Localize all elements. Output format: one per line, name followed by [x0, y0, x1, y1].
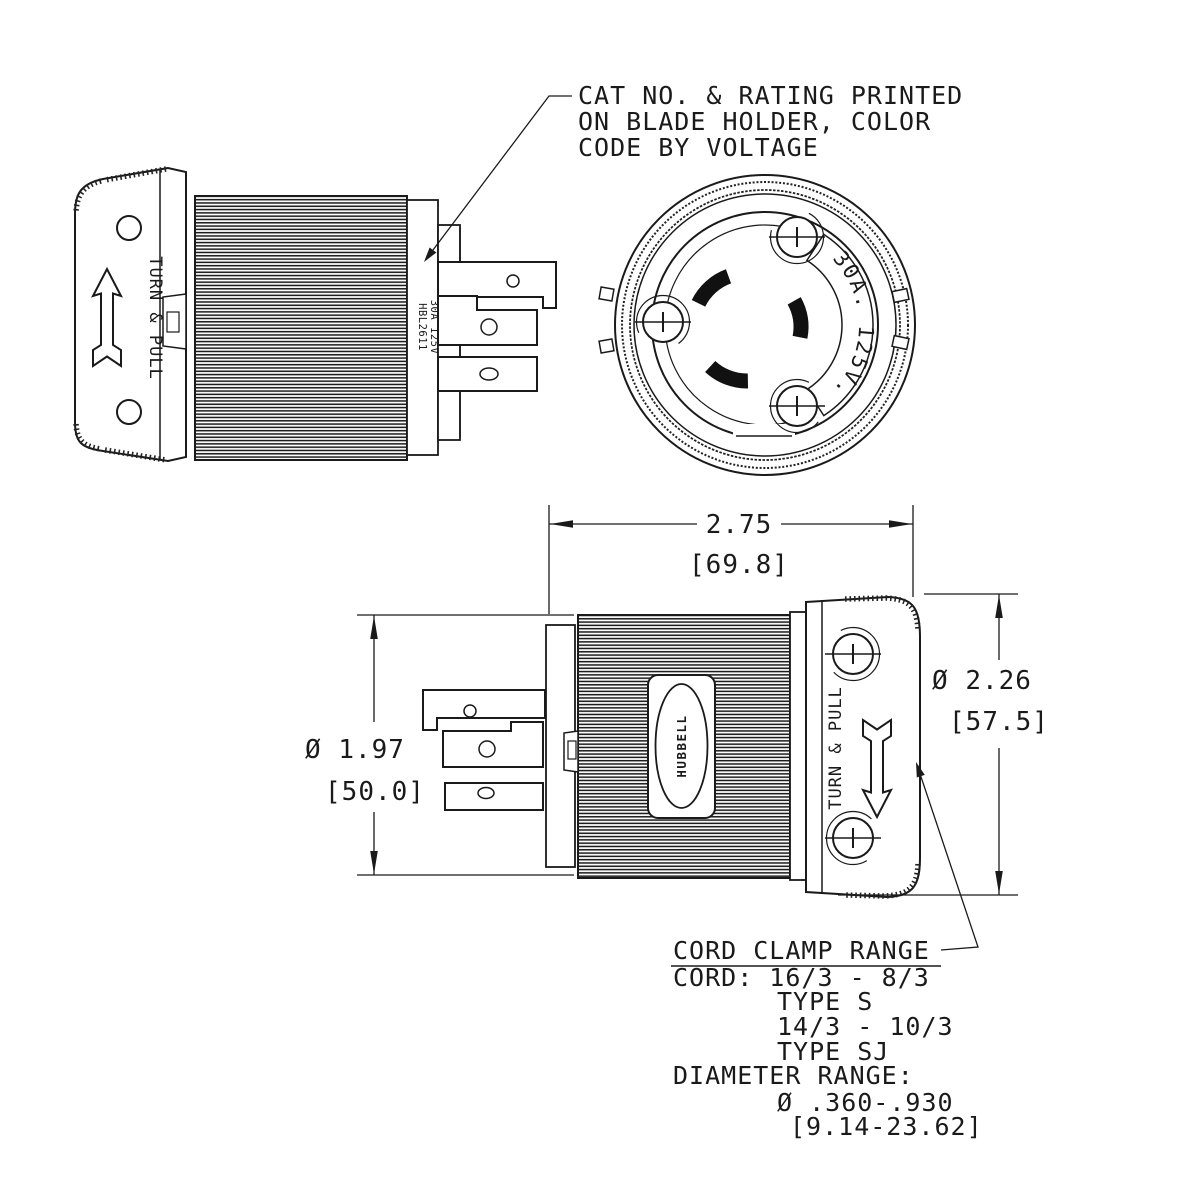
chord-mask	[733, 424, 795, 443]
plug-body-ribbed	[194, 195, 408, 461]
shell-inner-circle	[633, 193, 897, 457]
note-line: 14/3 - 10/3	[777, 1012, 954, 1041]
blade-holder-marking-1: HBL2611	[416, 303, 428, 351]
logo-oval	[654, 683, 709, 809]
note-leader-arrowhead-icon	[916, 762, 925, 778]
locking-blade-top	[691, 269, 732, 307]
cord-clamp-note: CORD CLAMP RANGE CORD: 16/3 - 8/3 TYPE S…	[671, 762, 983, 1141]
dim-overall-length-in: 2.75	[706, 510, 773, 540]
note-line: TYPE SJ	[777, 1037, 889, 1066]
turn-pull-label-bottom: TURN & PULL	[826, 686, 846, 810]
locking-blade-right	[787, 297, 809, 339]
callout-leader-arrowhead-icon	[424, 247, 437, 262]
dim-clamp-diameter-mm: [57.5]	[949, 707, 1049, 737]
turn-pull-label-top: TURN & PULL	[145, 256, 165, 380]
side-view-top: TURN & PULL HBL2611 30A 125V	[73, 166, 557, 463]
clamp-edge-hatch-top	[104, 166, 167, 183]
note-line: [9.14-23.62]	[790, 1112, 983, 1141]
clamp-latch-slot-bottomview	[567, 740, 577, 760]
clamp-screw-top	[825, 626, 881, 682]
side-view-bottom: HUBBELL TURN & PULL	[422, 595, 921, 899]
blade-middle-hole-bottomview	[478, 740, 496, 758]
knurl-ring-inner	[629, 189, 901, 461]
face-screw-top	[769, 209, 825, 265]
clamp-edge-hatch-top-corner	[73, 178, 102, 213]
note-leader-line	[920, 775, 979, 951]
clamp-edge-hatch-bottom	[104, 447, 167, 463]
clamp-screw-bottom	[825, 810, 881, 866]
clamp-screw-hole-bottom	[116, 399, 142, 425]
dimension-clamp-diameter: Ø 2.26 [57.5]	[838, 593, 1049, 896]
note-line: DIAMETER RANGE:	[673, 1061, 914, 1090]
dim-body-diameter-mm: [50.0]	[325, 777, 425, 807]
blade-bottom-hole-bottomview	[477, 786, 495, 800]
shell-notch-left-lower	[598, 338, 615, 354]
dim-overall-length-mm: [69.8]	[689, 550, 789, 580]
callout-line: CODE BY VOLTAGE	[578, 133, 819, 162]
blade-bottom-bottomview	[444, 782, 544, 811]
note-line: TYPE S	[777, 987, 873, 1016]
dimension-overall-length: 2.75 [69.8]	[548, 505, 914, 614]
callout-note: CAT NO. & RATING PRINTED ON BLADE HOLDER…	[424, 81, 963, 262]
blade-top-hole-bottomview	[463, 704, 477, 718]
clamp-edge-hatch-top-bottomview	[844, 595, 921, 631]
clamp-flange	[789, 611, 807, 881]
hubbell-logo: HUBBELL	[674, 714, 689, 777]
cord-clamp-note-title: CORD CLAMP RANGE	[673, 936, 930, 965]
shell-notch-right-upper	[891, 287, 910, 304]
shell-notch-left-upper	[598, 286, 615, 302]
callout-line: CAT NO. & RATING PRINTED	[578, 81, 963, 110]
locking-blade-bottom	[705, 360, 749, 389]
clamp-edge-hatch-bottom-corner	[73, 423, 101, 452]
dim-clamp-diameter-in: Ø 2.26	[932, 666, 1032, 696]
blade-bottom-hole	[479, 367, 499, 381]
dim-body-diameter-in: Ø 1.97	[305, 735, 405, 765]
blade-top-hole	[506, 274, 520, 288]
note-line: CORD: 16/3 - 8/3	[673, 963, 930, 992]
clamp-latch-slot	[166, 311, 180, 333]
blade-bottom	[437, 356, 538, 392]
blade-holder-band	[406, 199, 439, 456]
blade-top-bottomview	[422, 689, 546, 731]
front-view: 30A. 125V.	[598, 174, 916, 476]
face-screw-bottom	[769, 378, 825, 434]
face-screw-left	[635, 294, 691, 350]
dimension-body-diameter: Ø 1.97 [50.0]	[305, 614, 574, 876]
knurl-ring-outer	[621, 181, 909, 469]
note-line: Ø .360-.930	[777, 1088, 954, 1117]
callout-leader-line	[432, 95, 572, 251]
blade-middle-hole	[480, 318, 498, 336]
clamp-screw-hole-top	[116, 215, 142, 241]
blade-middle	[437, 295, 538, 346]
turn-pull-arrow-up-icon	[91, 266, 123, 368]
shell-notch-right-lower	[891, 334, 910, 351]
callout-line: ON BLADE HOLDER, COLOR	[578, 107, 931, 136]
clamp-latch	[162, 293, 187, 350]
turn-pull-arrow-down-icon	[861, 718, 893, 820]
rating-band	[805, 233, 874, 417]
